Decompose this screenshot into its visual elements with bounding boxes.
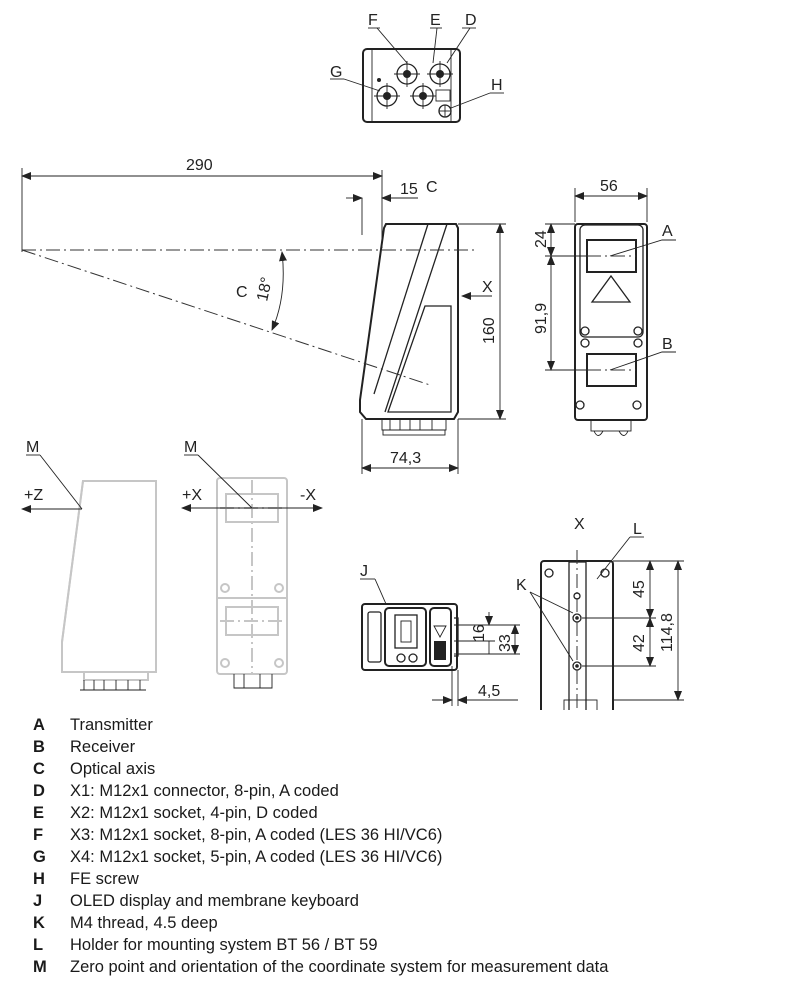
legend-key: C bbox=[33, 760, 45, 778]
label-h: H bbox=[491, 77, 503, 94]
label-a: A bbox=[662, 223, 673, 240]
legend-item: M Zero point and orientation of the coord… bbox=[33, 956, 773, 978]
legend-text: Optical axis bbox=[70, 760, 156, 778]
legend-text: Receiver bbox=[70, 738, 136, 756]
label-c-top: C bbox=[426, 179, 438, 196]
legend-item: J OLED display and membrane keyboard bbox=[33, 890, 773, 912]
coord-front-view: M +X -X bbox=[181, 439, 323, 689]
legend-key: H bbox=[33, 870, 45, 888]
legend-item: K M4 thread, 4.5 deep bbox=[33, 912, 773, 934]
side-view: 290 15 C C 18° X 160 74,3 bbox=[21, 157, 506, 474]
legend-text: X4: M12x1 socket, 5-pin, A coded (LES 36… bbox=[70, 848, 443, 866]
side-connectors bbox=[381, 418, 447, 436]
dim-91-9: 91,9 bbox=[533, 303, 550, 334]
axis-plus-x: +X bbox=[182, 487, 202, 504]
label-d: D bbox=[465, 12, 477, 29]
warning-triangle-icon bbox=[433, 625, 447, 638]
legend-item: A Transmitter bbox=[33, 714, 773, 736]
label-m-front: M bbox=[184, 439, 197, 456]
connector-e-icon bbox=[410, 83, 436, 109]
legend-text: OLED display and membrane keyboard bbox=[70, 892, 359, 910]
dimension-drawing: F E D G H 290 15 C bbox=[21, 12, 684, 710]
legend-list: A Transmitter B Receiver C Optical axis D X1… bbox=[33, 714, 773, 978]
legend-key: F bbox=[33, 826, 44, 844]
connector-d-icon bbox=[427, 61, 453, 87]
label-e: E bbox=[430, 12, 441, 29]
legend-item: E X2: M12x1 socket, 4-pin, D coded bbox=[33, 802, 773, 824]
dim-15: 15 bbox=[400, 181, 418, 198]
dim-4-5: 4,5 bbox=[478, 683, 500, 700]
coord-side-view: M +Z bbox=[21, 439, 157, 691]
label-c-angle: C bbox=[236, 284, 248, 301]
legend-item: L Holder for mounting system BT 56 / BT 5… bbox=[33, 934, 773, 956]
legend-item: H FE screw bbox=[33, 868, 773, 890]
legend-key: G bbox=[33, 848, 46, 866]
front-view: 56 24 91,9 A B bbox=[533, 178, 676, 436]
transmitter-triangle-icon bbox=[590, 274, 632, 303]
dim-42: 42 bbox=[631, 634, 648, 652]
legend-key: M bbox=[33, 958, 47, 976]
legend-item: G X4: M12x1 socket, 5-pin, A coded (LES 3… bbox=[33, 846, 773, 868]
axis-plus-z: +Z bbox=[24, 487, 43, 504]
legend-text: X2: M12x1 socket, 4-pin, D coded bbox=[70, 804, 318, 822]
legend-key: K bbox=[33, 914, 45, 932]
legend-text: Zero point and orientation of the coordi… bbox=[70, 958, 609, 976]
dim-56: 56 bbox=[600, 178, 618, 195]
axis-minus-x: -X bbox=[300, 487, 316, 504]
dim-114-8: 114,8 bbox=[659, 613, 676, 652]
legend-text: M4 thread, 4.5 deep bbox=[70, 914, 218, 932]
legend-item: F X3: M12x1 socket, 8-pin, A coded (LES 3… bbox=[33, 824, 773, 846]
legend-text: X3: M12x1 socket, 8-pin, A coded (LES 36… bbox=[70, 826, 443, 844]
legend-text: Transmitter bbox=[70, 716, 153, 734]
dim-33: 33 bbox=[497, 634, 514, 652]
legend-key: A bbox=[33, 716, 45, 734]
legend-key: J bbox=[33, 892, 43, 910]
rear-holder-view: X L K 45 42 114,8 bbox=[516, 516, 684, 710]
dim-290: 290 bbox=[186, 157, 213, 174]
legend-item: B Receiver bbox=[33, 736, 773, 758]
top-connector-view: F E D G H bbox=[330, 12, 504, 123]
dim-18-deg: 18° bbox=[254, 276, 276, 303]
label-b: B bbox=[662, 336, 673, 353]
dim-16: 16 bbox=[471, 624, 488, 642]
legend-key: L bbox=[33, 936, 44, 954]
label-x-side: X bbox=[482, 279, 493, 296]
dim-24: 24 bbox=[533, 230, 550, 248]
legend-text: FE screw bbox=[70, 870, 139, 888]
dim-160: 160 bbox=[481, 317, 498, 344]
connector-f-icon bbox=[394, 61, 420, 87]
label-x-rear: X bbox=[574, 516, 585, 533]
fe-screw-icon bbox=[435, 89, 452, 118]
label-l: L bbox=[633, 521, 642, 538]
label-k: K bbox=[516, 577, 527, 594]
label-f: F bbox=[368, 12, 378, 29]
label-j: J bbox=[360, 563, 368, 580]
legend-text: X1: M12x1 connector, 8-pin, A coded bbox=[70, 782, 339, 800]
display-view: J 16 33 4,5 bbox=[360, 563, 520, 706]
label-m-side: M bbox=[26, 439, 39, 456]
dim-74-3: 74,3 bbox=[390, 450, 421, 467]
dim-45: 45 bbox=[631, 580, 648, 598]
label-g: G bbox=[330, 64, 342, 81]
legend-item: D X1: M12x1 connector, 8-pin, A coded bbox=[33, 780, 773, 802]
connector-g-icon bbox=[374, 83, 400, 109]
legend-key: B bbox=[33, 738, 45, 756]
legend-key: E bbox=[33, 804, 45, 822]
legend-key: D bbox=[33, 782, 45, 800]
legend-text: Holder for mounting system BT 56 / BT 59 bbox=[70, 936, 378, 954]
legend-item: C Optical axis bbox=[33, 758, 773, 780]
